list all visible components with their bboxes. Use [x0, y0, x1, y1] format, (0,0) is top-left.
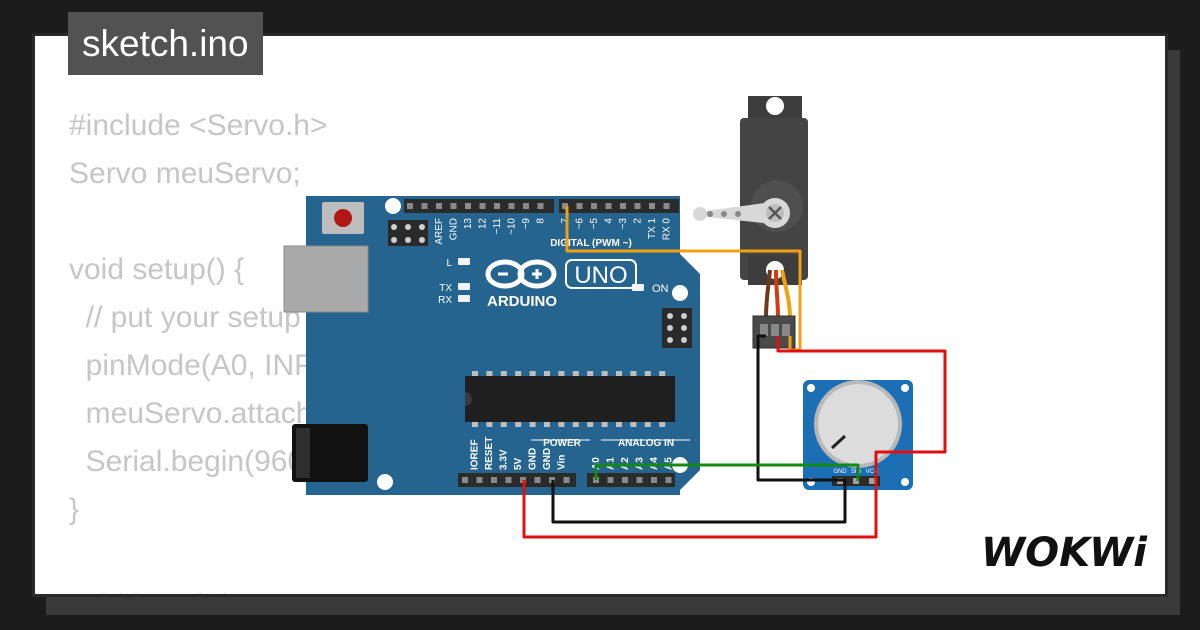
power-pin-label: 5V	[513, 457, 524, 470]
digital-pin-label: ~10	[507, 218, 518, 235]
analog-pin-label: A1	[606, 457, 617, 470]
analog-pin-label: A0	[591, 457, 602, 470]
wire-black-gnd[interactable]	[551, 334, 847, 524]
digital-pin-label: TX 1	[647, 218, 658, 240]
analog-pin-label: A3	[635, 457, 646, 470]
code-line: #include <Servo.h>	[69, 109, 328, 142]
led-tx	[458, 283, 470, 290]
digital-pin-label: 13	[463, 218, 474, 230]
analog-pin-label: A4	[649, 457, 660, 470]
reset-button[interactable]	[322, 202, 364, 234]
led-on-label: ON	[652, 283, 669, 295]
power-pin-label: IOREF	[470, 439, 481, 470]
digital-pin-label: 12	[478, 218, 489, 230]
digital-pin-label: RX 0	[662, 218, 673, 241]
wire-red-5v[interactable]	[522, 336, 947, 539]
digital-pin-label: GND	[449, 218, 460, 240]
uno-label: UNO	[574, 262, 627, 289]
pot-pin-labels: GND SIG VCC	[833, 469, 879, 475]
digital-pin-label: ~5	[589, 218, 600, 230]
digital-pin-label: 4	[604, 218, 615, 224]
code-line: void setup() {	[69, 253, 245, 286]
arduino-infinity-icon	[485, 259, 557, 289]
digital-pin-label: AREF	[434, 218, 445, 245]
icsp-header	[388, 220, 428, 246]
digital-header	[404, 199, 554, 213]
power-pin-label: 3.3V	[499, 449, 510, 470]
wire-green-a0[interactable]	[594, 463, 860, 481]
digital-pin-label: 2	[633, 218, 644, 224]
digital-pin-dots	[407, 203, 670, 209]
atmega-chip	[465, 371, 675, 427]
analog-pin-label: A5	[664, 457, 675, 470]
led-rx	[458, 295, 470, 302]
sketch-title: sketch.ino	[68, 12, 263, 75]
potentiometer[interactable]: GND SIG VCC	[803, 380, 913, 490]
power-header	[458, 473, 576, 487]
pot-pin-label: VCC	[866, 469, 879, 475]
wires	[522, 206, 947, 539]
code-line: Servo meuServo;	[69, 157, 301, 190]
analog-header-label: ANALOG IN	[618, 438, 674, 449]
analog-header	[587, 473, 675, 487]
digital-header-2	[559, 199, 679, 213]
digital-pin-label: ~11	[492, 218, 503, 235]
servo-horn[interactable]	[693, 198, 790, 228]
power-jack	[292, 424, 368, 482]
svg-text:WOKWi: WOKWi	[981, 530, 1148, 576]
digital-pin-label: ~3	[618, 218, 629, 230]
servo-motor[interactable]	[693, 96, 808, 349]
pot-pin-label: GND	[833, 469, 847, 475]
digital-pin-label: 8	[536, 218, 547, 224]
potentiometer-indicator	[830, 434, 847, 450]
led-l	[458, 258, 470, 265]
wokwi-logo: WOKWi	[981, 530, 1148, 576]
power-pin-label: RESET	[484, 437, 495, 470]
power-header-label: POWER	[543, 438, 582, 449]
led-l-label: L	[446, 258, 452, 269]
digital-header-label: DIGITAL (PWM ~)	[550, 238, 632, 249]
usb-port	[283, 245, 369, 313]
digital-pin-label: ~6	[575, 218, 586, 230]
led-tx-label: TX	[439, 283, 452, 294]
bottom-pin-dots	[462, 477, 672, 483]
uno-badge	[565, 259, 637, 289]
analog-pin-label: A2	[620, 457, 631, 470]
wire-orange-signal[interactable]	[565, 206, 802, 352]
power-pin-label: Vin	[557, 455, 568, 470]
icsp-header-right	[662, 308, 692, 348]
power-pin-label: GND	[542, 448, 553, 470]
digital-pin-label: ~9	[521, 218, 532, 230]
code-line: void loop() {	[69, 589, 227, 594]
arduino-label: ARDUINO	[487, 293, 557, 310]
code-line: }	[69, 493, 80, 526]
led-rx-label: RX	[438, 295, 452, 306]
power-pin-label: GND	[528, 448, 539, 470]
pot-pin-label: SIG	[851, 469, 862, 475]
